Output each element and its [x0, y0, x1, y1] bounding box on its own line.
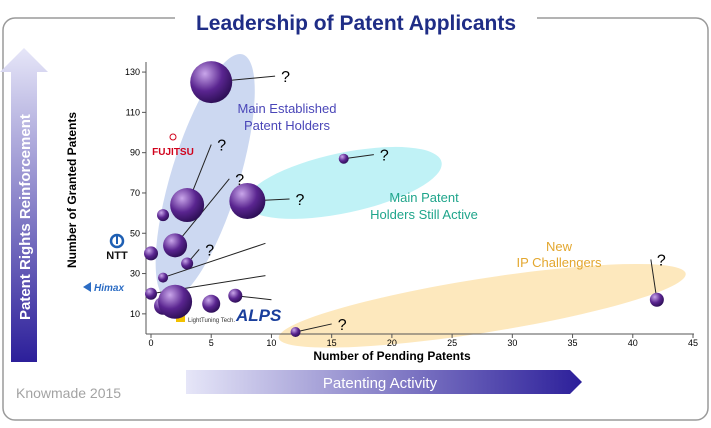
himax-logo: Himax — [83, 282, 124, 294]
bubble-point — [291, 327, 301, 337]
x-tick-label: 40 — [628, 338, 638, 348]
x-tick-label: 20 — [387, 338, 397, 348]
side-arrow: Patent Rights Reinforcement — [0, 48, 48, 362]
bottom-arrow: Patenting Activity — [186, 370, 582, 394]
ntt-logo: NTT — [106, 235, 128, 262]
x-tick-label: 30 — [507, 338, 517, 348]
bubble-point — [157, 209, 169, 221]
y-tick-label: 70 — [130, 188, 140, 198]
side-arrow-label: Patent Rights Reinforcement — [17, 114, 34, 320]
x-axis-label: Number of Pending Patents — [313, 349, 471, 363]
fujitsu-logo-text: FUJITSU — [152, 147, 194, 158]
bubble-point — [163, 233, 187, 257]
bubble-point — [650, 293, 664, 307]
x-tick-label: 45 — [688, 338, 698, 348]
bottom-arrow-label: Patenting Activity — [323, 375, 438, 392]
lighttuning-logo-text: LightTuning Tech. — [188, 318, 235, 324]
y-tick-label: 50 — [130, 228, 140, 238]
y-tick-label: 130 — [125, 67, 140, 77]
x-tick-label: 0 — [148, 338, 153, 348]
x-tick-label: 5 — [209, 338, 214, 348]
question-mark: ? — [380, 148, 389, 165]
x-tick-label: 35 — [568, 338, 578, 348]
bubble-point — [144, 246, 158, 260]
footer-credit: Knowmade 2015 — [16, 385, 121, 401]
cluster-label-line: New — [546, 239, 573, 254]
question-mark: ? — [338, 317, 347, 334]
y-tick-label: 10 — [130, 309, 140, 319]
chart-title: Leadership of Patent Applicants — [196, 12, 516, 35]
bubble-point — [228, 289, 242, 303]
question-mark: ? — [205, 242, 214, 259]
cluster-label-line: Main Established — [238, 101, 337, 116]
cluster-label-challengers: New IP Challengers — [516, 239, 602, 270]
bubble-point — [158, 285, 192, 319]
question-mark: ? — [657, 252, 666, 269]
himax-logo-text: Himax — [94, 283, 124, 294]
x-tick-label: 10 — [266, 338, 276, 348]
cluster-label-line: Patent Holders — [244, 118, 330, 133]
question-mark: ? — [217, 138, 226, 155]
cluster-label-line: Main Patent — [389, 190, 459, 205]
x-tick-label: 25 — [447, 338, 457, 348]
bubble-point — [190, 61, 232, 103]
question-mark: ? — [281, 69, 290, 86]
bubble-point — [339, 154, 349, 164]
bubble-point — [229, 183, 265, 219]
bubble-point — [181, 257, 193, 269]
ntt-logo-text: NTT — [106, 250, 128, 262]
y-tick-label: 90 — [130, 148, 140, 158]
bubble-point — [170, 188, 204, 222]
x-tick-label: 15 — [327, 338, 337, 348]
y-tick-label: 30 — [130, 269, 140, 279]
bubble-point — [202, 295, 220, 313]
y-tick-label: 110 — [126, 107, 140, 117]
bubble-point — [145, 288, 157, 300]
bubble-point — [158, 273, 168, 283]
alps-logo-text: ALPS — [235, 306, 282, 325]
cluster-label-line: Holders Still Active — [370, 207, 478, 222]
y-axis-label: Number of Granted Patents — [65, 112, 79, 268]
cluster-label-line: IP Challengers — [516, 255, 602, 270]
alps-logo: ALPS — [235, 306, 282, 325]
question-mark: ? — [296, 192, 305, 209]
